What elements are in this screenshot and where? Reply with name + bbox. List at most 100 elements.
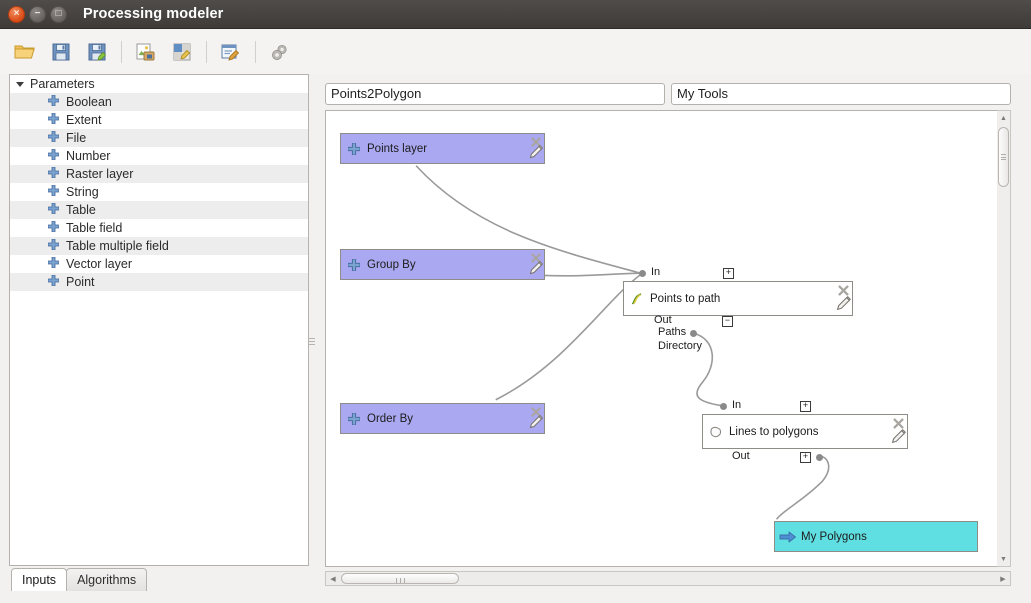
- edit-help-icon: [221, 44, 240, 61]
- port-dot-lines-to-polygons-in[interactable]: [720, 403, 727, 410]
- tab-inputs[interactable]: Inputs: [11, 568, 68, 591]
- panel-splitter-handle[interactable]: [309, 326, 315, 356]
- edit-pencil-icon[interactable]: [891, 428, 907, 447]
- node-group-by[interactable]: Group By: [340, 249, 545, 280]
- delete-icon[interactable]: [891, 416, 906, 434]
- plus-icon: [47, 273, 60, 291]
- panel-tabs: Inputs Algorithms: [11, 568, 148, 592]
- sidebar-item-vector-layer[interactable]: Vector layer: [10, 255, 308, 273]
- sidebar-item-table[interactable]: Table: [10, 201, 308, 219]
- plus-icon: [47, 183, 60, 201]
- node-points-to-path[interactable]: Points to path: [623, 281, 853, 316]
- scroll-right-icon[interactable]: ▶: [1000, 575, 1006, 583]
- delete-icon[interactable]: [529, 135, 543, 152]
- collapse-outputs-toggle-points-to-path[interactable]: −: [722, 316, 733, 327]
- sidebar-item-raster-layer[interactable]: Raster layer: [10, 165, 308, 183]
- connection-points-layer-to-points-to-path: [415, 165, 642, 275]
- chevron-down-icon[interactable]: [16, 81, 24, 87]
- maximize-icon[interactable]: □: [50, 5, 67, 23]
- edit-pencil-icon[interactable]: [836, 295, 852, 314]
- edit-pencil-icon[interactable]: [529, 144, 544, 162]
- plus-icon: [47, 219, 60, 237]
- port-label-lines-to-polygons-out: Out: [732, 450, 750, 462]
- node-points-layer[interactable]: Points layer: [340, 133, 545, 164]
- node-label: Group By: [367, 258, 416, 271]
- plus-icon: [341, 412, 367, 425]
- inputs-tree-panel[interactable]: Parameters Boolean Extent File Number: [9, 74, 309, 566]
- plus-icon: [47, 111, 60, 129]
- model-group-input[interactable]: My Tools: [671, 83, 1011, 105]
- delete-icon[interactable]: [529, 405, 543, 422]
- node-my-polygons[interactable]: My Polygons: [774, 521, 978, 552]
- node-label: Points layer: [367, 142, 428, 155]
- horizontal-scroll-thumb[interactable]: [341, 573, 459, 584]
- folder-open-icon: [14, 45, 35, 58]
- arrow-right-icon: [775, 530, 801, 544]
- model-name-input[interactable]: Points2Polygon: [325, 83, 665, 105]
- canvas-horizontal-scrollbar[interactable]: ◀ ▶: [325, 571, 1011, 586]
- sidebar-item-table-multiple-field[interactable]: Table multiple field: [10, 237, 308, 255]
- connection-group-by-to-points-to-path: [539, 272, 642, 277]
- save-model-as-button[interactable]: [80, 35, 114, 69]
- tab-algorithms[interactable]: Algorithms: [66, 568, 148, 591]
- export-python-button[interactable]: [165, 35, 199, 69]
- port-dot-lines-to-polygons-out[interactable]: [816, 454, 823, 461]
- expand-inputs-toggle-lines-to-polygons[interactable]: +: [800, 401, 811, 412]
- scroll-grip-icon: [1001, 153, 1006, 162]
- sidebar-item-table-field[interactable]: Table field: [10, 219, 308, 237]
- delete-icon[interactable]: [529, 251, 543, 268]
- sidebar-item-boolean[interactable]: Boolean: [10, 93, 308, 111]
- export-image-button[interactable]: [129, 35, 163, 69]
- sidebar-item-label: Table: [66, 203, 96, 217]
- node-lines-to-polygons[interactable]: Lines to polygons: [702, 414, 908, 449]
- open-model-button[interactable]: [8, 35, 42, 69]
- plus-icon: [47, 129, 60, 147]
- minimize-icon[interactable]: −: [29, 5, 46, 23]
- sidebar-item-file[interactable]: File: [10, 129, 308, 147]
- sidebar-item-label: File: [66, 131, 87, 145]
- sidebar-item-label: Extent: [66, 113, 102, 127]
- scroll-down-icon[interactable]: ▼: [1000, 555, 1007, 563]
- scroll-left-icon[interactable]: ◀: [330, 575, 336, 583]
- plus-icon: [47, 255, 60, 273]
- sidebar-item-number[interactable]: Number: [10, 147, 308, 165]
- vertical-scroll-thumb[interactable]: [998, 127, 1009, 187]
- close-icon[interactable]: ×: [8, 5, 25, 23]
- node-label: Order By: [367, 412, 414, 425]
- port-dot-paths[interactable]: [690, 330, 697, 337]
- node-order-by[interactable]: Order By: [340, 403, 545, 434]
- sidebar-item-string[interactable]: String: [10, 183, 308, 201]
- tree-group-label: Parameters: [30, 77, 95, 91]
- port-dot-points-to-path-in[interactable]: [639, 270, 646, 277]
- expand-outputs-toggle-lines-to-polygons[interactable]: +: [800, 452, 811, 463]
- parameters-tree[interactable]: Parameters Boolean Extent File Number: [10, 75, 308, 565]
- port-label-points-to-path-in: In: [651, 266, 661, 278]
- scroll-up-icon[interactable]: ▲: [1000, 114, 1007, 122]
- edit-help-button[interactable]: [214, 35, 248, 69]
- toolbar-separator: [206, 40, 207, 63]
- sidebar-item-label: Table field: [66, 221, 123, 235]
- polygon-icon: [703, 425, 729, 439]
- window-titlebar: × − □ Processing modeler: [0, 0, 1031, 29]
- port-label-directory: Directory: [658, 340, 703, 352]
- canvas-vertical-scrollbar[interactable]: ▲ ▼: [997, 110, 1011, 567]
- scroll-grip-icon: [394, 570, 406, 588]
- model-canvas[interactable]: Points layer Group By Order By: [325, 110, 1011, 567]
- sidebar-item-point[interactable]: Point: [10, 273, 308, 291]
- sidebar-item-extent[interactable]: Extent: [10, 111, 308, 129]
- save-model-button[interactable]: [44, 35, 78, 69]
- edit-pencil-icon[interactable]: [529, 260, 544, 278]
- expand-inputs-toggle-points-to-path[interactable]: +: [723, 268, 734, 279]
- port-label-lines-to-polygons-in: In: [732, 399, 742, 411]
- plus-icon: [47, 237, 60, 255]
- delete-icon[interactable]: [836, 283, 851, 301]
- edit-pencil-icon[interactable]: [529, 414, 544, 432]
- port-label-paths: Paths: [658, 326, 687, 338]
- node-label: Lines to polygons: [729, 425, 819, 438]
- tree-group-parameters[interactable]: Parameters: [10, 75, 308, 93]
- sidebar-item-label: Raster layer: [66, 167, 134, 181]
- run-model-button[interactable]: [263, 35, 297, 69]
- sidebar-item-label: Table multiple field: [66, 239, 169, 253]
- node-label: Points to path: [650, 292, 721, 305]
- window-title: Processing modeler: [83, 6, 224, 22]
